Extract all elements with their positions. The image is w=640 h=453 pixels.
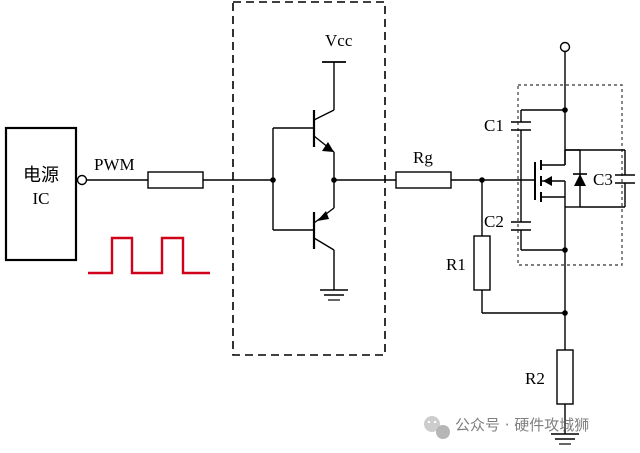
c2-label: C2 xyxy=(484,212,504,231)
ic-label-line1: 电源 xyxy=(23,165,59,186)
power-ic-block: 电源 IC xyxy=(4,126,78,262)
pnp-emitter-arrow xyxy=(317,211,329,221)
mosfet xyxy=(534,149,587,208)
pwm-waveform xyxy=(88,236,210,275)
drain-terminal xyxy=(559,41,571,53)
r2-label: R2 xyxy=(525,369,545,388)
pwm-output-terminal xyxy=(76,174,88,186)
resistor-rg xyxy=(395,171,452,189)
vcc-label: Vcc xyxy=(325,31,353,50)
resistor-r2 xyxy=(556,349,574,405)
rg-label: Rg xyxy=(413,148,433,167)
c1-label: C1 xyxy=(484,116,504,135)
ic-label-line2: IC xyxy=(33,189,50,208)
totem-pole-driver: Vcc xyxy=(270,31,353,301)
c3-label: C3 xyxy=(593,170,613,189)
body-diode xyxy=(574,174,586,186)
ground-symbol-r2 xyxy=(551,433,579,445)
watermark-text: 公众号 · 硬件攻城狮 xyxy=(455,416,589,434)
resistor-pwm-series xyxy=(147,171,204,189)
npn-emitter-arrow xyxy=(322,142,334,152)
watermark: 公众号 · 硬件攻城狮 xyxy=(424,416,589,439)
driver-dashed-box xyxy=(232,1,386,356)
resistor-r1 xyxy=(473,235,491,291)
pwm-label: PWM xyxy=(94,155,135,174)
r1-label: R1 xyxy=(446,255,466,274)
wechat-icon xyxy=(424,416,450,439)
